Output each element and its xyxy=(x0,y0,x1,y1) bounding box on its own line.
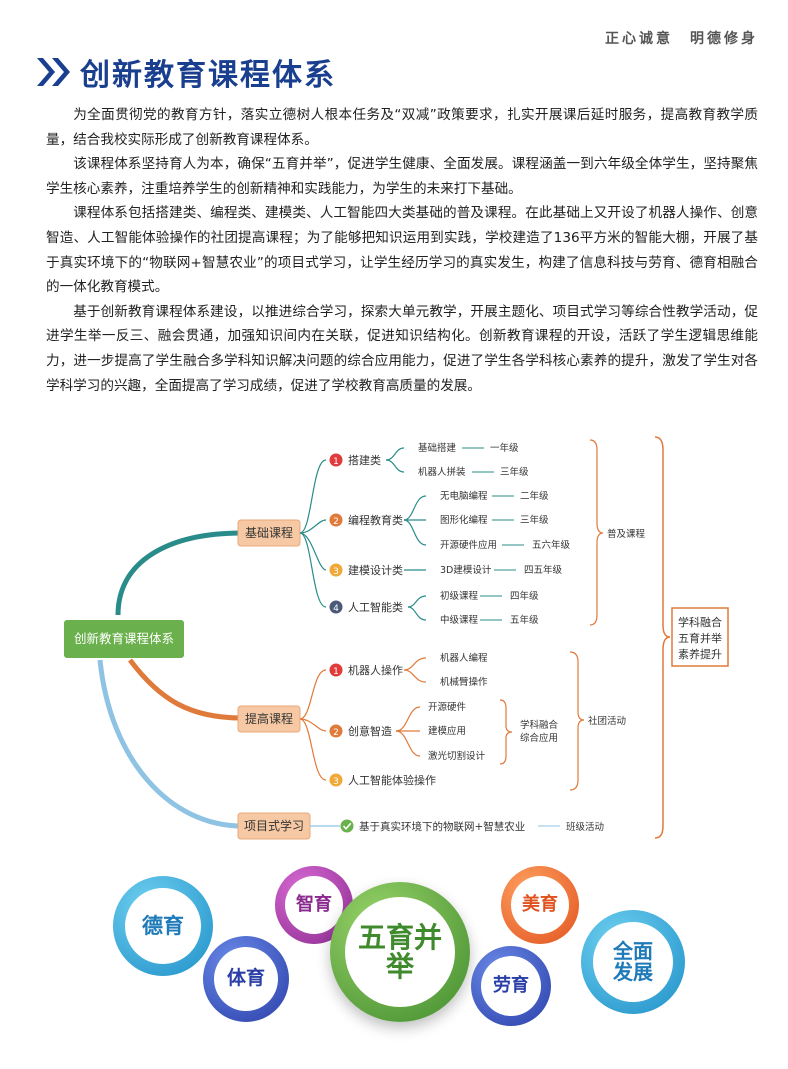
bubble-labor: 劳育 xyxy=(471,946,551,1026)
bracket-label: 普及课程 xyxy=(607,528,646,540)
grade-label: 二年级 xyxy=(520,490,549,502)
svg-text:4: 4 xyxy=(333,604,339,614)
project-tag: 班级活动 xyxy=(566,821,604,833)
grade-label: 三年级 xyxy=(520,514,549,526)
svg-text:机器人操作: 机器人操作 xyxy=(348,663,403,677)
svg-text:2: 2 xyxy=(333,728,339,738)
bubble-physical: 体育 xyxy=(203,936,289,1022)
grade-label: 三年级 xyxy=(500,466,529,478)
svg-text:1: 1 xyxy=(333,667,339,677)
svg-text:3: 3 xyxy=(333,567,339,577)
outcome-box xyxy=(671,607,729,667)
motto: 正心诚意 明德修身 xyxy=(605,31,758,47)
course-item: 开源硬件 xyxy=(428,701,467,713)
bracket-label: 学科融合 xyxy=(520,719,559,731)
outcome-label: 素养提升 xyxy=(678,647,722,661)
basic-category: 3 建模设计类 xyxy=(329,563,403,577)
paragraph: 基于创新教育课程体系建设，以推进综合学习，探索大单元教学，开展主题化、项目式学习… xyxy=(46,303,758,394)
course-item: 基础搭建 xyxy=(418,442,457,454)
svg-text:1: 1 xyxy=(333,457,339,467)
root-label: 创新教育课程体系 xyxy=(74,631,174,646)
basic-category: 1 搭建类 xyxy=(329,453,381,467)
advanced-category: 3 人工智能体验操作 xyxy=(329,773,436,787)
outcome-label: 学科融合 xyxy=(678,615,722,629)
double-chevron-icon xyxy=(37,58,70,86)
svg-text:3: 3 xyxy=(333,777,339,787)
course-item: 3D建模设计 xyxy=(440,564,492,576)
bubble-allround: 全面发展 xyxy=(581,910,685,1014)
project-label: 项目式学习 xyxy=(244,818,304,833)
svg-text:创意智造: 创意智造 xyxy=(348,724,392,738)
grade-label: 五六年级 xyxy=(532,539,571,551)
svg-text:2: 2 xyxy=(333,517,339,527)
course-item: 机器人编程 xyxy=(440,652,488,664)
body-text: 为全面贯彻党的教育方针，落实立德树人根本任务及“双减”政策要求，扎实开展课后延时… xyxy=(46,103,758,398)
page-title-block: 创新教育课程体系 xyxy=(34,50,336,94)
grade-label: 四五年级 xyxy=(524,564,563,576)
bracket-label: 综合应用 xyxy=(520,732,558,744)
advanced-category: 1 机器人操作 xyxy=(329,663,403,677)
course-item: 开源硬件应用 xyxy=(440,539,497,551)
course-item: 机械臂操作 xyxy=(440,676,488,688)
paragraph: 课程体系包括搭建类、编程类、建模类、人工智能四大类基础的普及课程。在此基础上又开… xyxy=(46,205,758,296)
outcome-label: 五育并举 xyxy=(678,631,722,645)
paragraph: 该课程体系坚持育人为本，确保“五育并举”，促进学生健康、全面发展。课程涵盖一到六… xyxy=(46,156,758,197)
course-item: 图形化编程 xyxy=(440,514,488,526)
basic-category: 2 编程教育类 xyxy=(329,513,403,527)
svg-text:编程教育类: 编程教育类 xyxy=(348,513,403,527)
outer-bracket xyxy=(654,436,671,839)
grade-label: 五年级 xyxy=(510,614,539,626)
svg-text:建模设计类: 建模设计类 xyxy=(348,563,403,577)
paragraph: 为全面贯彻党的教育方针，落实立德树人根本任务及“双减”政策要求，扎实开展课后延时… xyxy=(46,107,758,148)
bracket xyxy=(589,439,604,626)
course-item: 机器人拼装 xyxy=(418,466,466,478)
course-item: 中级课程 xyxy=(440,614,479,626)
root-node xyxy=(64,620,184,658)
branch-advanced xyxy=(128,658,243,721)
course-item: 无电脑编程 xyxy=(440,490,488,502)
course-item: 初级课程 xyxy=(440,590,479,602)
advanced-category: 2 创意智造 xyxy=(329,724,392,738)
bubble-five: 五育并举 xyxy=(330,882,470,1022)
bracket-label: 社团活动 xyxy=(588,715,626,727)
svg-text:人工智能类: 人工智能类 xyxy=(348,600,403,614)
bubble-moral: 德育 xyxy=(113,876,213,976)
grade-label: 一年级 xyxy=(490,442,519,454)
bracket xyxy=(569,651,585,791)
check-icon xyxy=(340,819,354,833)
branch-basic xyxy=(115,530,243,616)
page-title: 创新教育课程体系 xyxy=(80,58,336,93)
project-item: 基于真实环境下的物联网+智慧农业 xyxy=(359,820,525,833)
advanced-label: 提高课程 xyxy=(245,711,293,726)
basic-label: 基础课程 xyxy=(245,525,293,540)
course-item: 建模应用 xyxy=(428,725,466,737)
branch-project xyxy=(97,659,243,829)
svg-text:搭建类: 搭建类 xyxy=(348,453,381,467)
curriculum-mindmap: 创新教育课程体系 基础课程 1 搭建类 2 编程教育类 3 建模设 xyxy=(64,436,729,840)
bracket xyxy=(499,699,513,765)
svg-text:人工智能体验操作: 人工智能体验操作 xyxy=(348,773,436,787)
basic-category: 4 人工智能类 xyxy=(329,600,403,614)
bubble-aesthetic: 美育 xyxy=(501,866,579,944)
course-item: 激光切割设计 xyxy=(428,750,486,762)
grade-label: 四年级 xyxy=(510,590,539,602)
